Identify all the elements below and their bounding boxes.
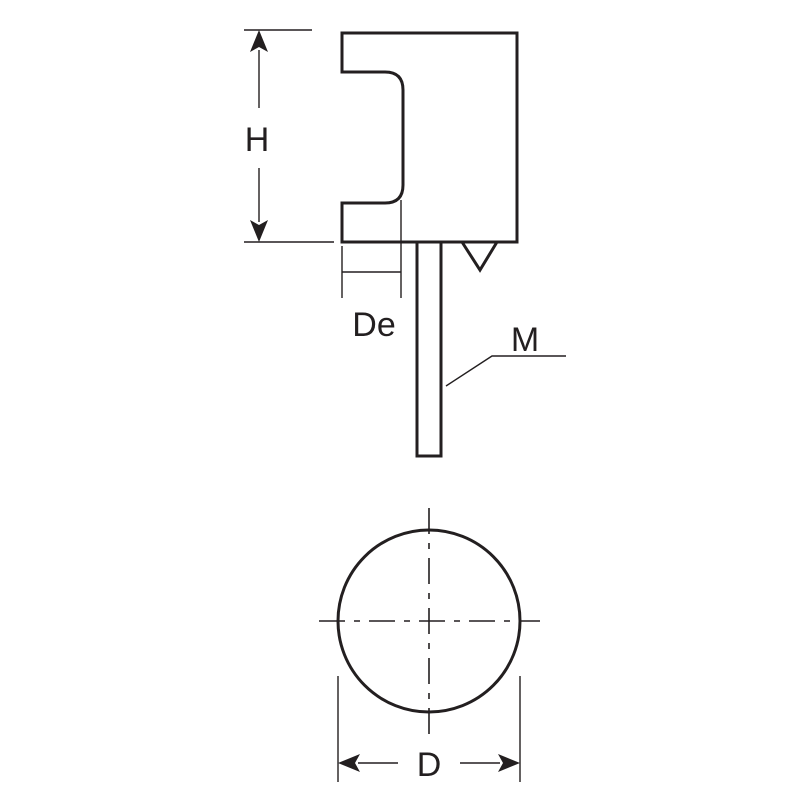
edge-depth-label: De (352, 306, 395, 344)
thread-label: M (511, 321, 539, 359)
arrow-left-icon (338, 754, 360, 772)
diameter-label: D (417, 746, 442, 784)
point-triangle (460, 241, 499, 273)
height-label: H (245, 121, 270, 159)
thread-leader: M (445, 321, 566, 387)
diameter-dimension: D (337, 676, 521, 784)
shaft (415, 240, 443, 458)
arrow-up-icon (250, 30, 268, 52)
arrow-right-icon (498, 754, 520, 772)
body-side-view (340, 31, 519, 244)
height-dimension: H (244, 29, 334, 243)
arrow-down-icon (250, 220, 268, 242)
edge-depth-dimension: De (341, 200, 402, 344)
